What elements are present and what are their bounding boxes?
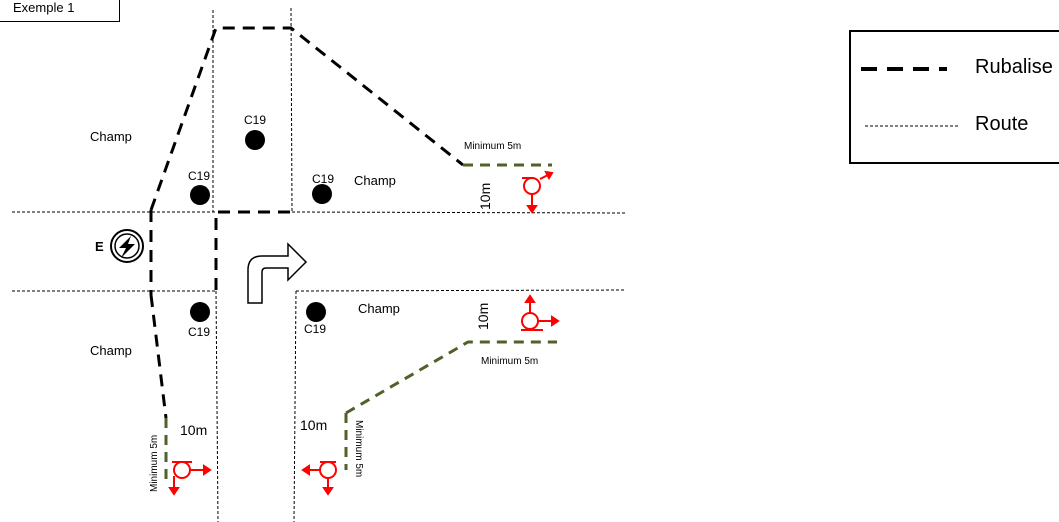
label-champ-top-left: Champ <box>90 129 132 144</box>
green-tape-bottom-right <box>345 340 557 415</box>
sign-letter: E <box>95 239 104 254</box>
green-tape <box>164 163 557 480</box>
roundabout-sign-bottom-left <box>168 461 212 496</box>
road-vertical-right-top <box>290 7 293 213</box>
title-box: Exemple 1 <box>0 0 120 22</box>
label-c19-top-right: C19 <box>312 172 334 186</box>
road-bottom-edge-right <box>295 289 626 292</box>
c19-dot-bottom-right <box>306 302 326 322</box>
label-10m-top-right: 10m <box>477 183 493 210</box>
label-10m-bottom-right: 10m <box>475 303 491 330</box>
lightning-sign-icon: E <box>95 229 144 263</box>
legend-swatch-thin-dashed <box>865 125 959 127</box>
legend-item-rubalise: Rubalise <box>851 54 1059 84</box>
rubalise-southwest <box>149 294 168 419</box>
road-vertical-left-bottom <box>215 290 219 522</box>
c19-dot-top-center <box>245 130 265 150</box>
rubalise-lines <box>149 26 464 419</box>
c19-dot-top-right <box>312 184 332 204</box>
rubalise-top-left <box>149 26 464 211</box>
label-c19-bottom-left: C19 <box>188 325 210 339</box>
roundabout-sign-bottom-right <box>521 294 560 331</box>
label-min-bottom-left: Minimum 5m <box>149 435 160 492</box>
legend-item-route: Route <box>851 111 1059 141</box>
road-vertical-right-bottom <box>293 290 297 522</box>
c19-markers <box>190 130 332 322</box>
road-top-edge-right <box>291 211 626 214</box>
diagram-title: Exemple 1 <box>13 0 75 15</box>
c19-dot-bottom-left <box>190 302 210 322</box>
label-c19-top-center: C19 <box>244 113 266 127</box>
legend-label-route: Route <box>975 113 1029 135</box>
label-10m-bottom-left: 10m <box>180 422 207 438</box>
roundabout-sign-icon <box>168 170 560 496</box>
label-champ-bottom-left: Champ <box>90 343 132 358</box>
label-c19-top-left: C19 <box>188 169 210 183</box>
road-lines <box>12 7 626 522</box>
rubalise-center <box>214 210 292 290</box>
legend-swatch-thick-dashed <box>861 67 947 71</box>
label-min-bottom-right: Minimum 5m <box>481 356 538 367</box>
label-c19-bottom-right: C19 <box>304 322 326 336</box>
label-10m-bottom-center: 10m <box>300 417 327 433</box>
legend: Rubalise Route <box>849 30 1059 164</box>
roundabout-sign-top-right <box>522 170 554 214</box>
label-champ-bottom-right: Champ <box>358 301 400 316</box>
legend-label-rubalise: Rubalise <box>975 56 1053 78</box>
turn-arrow-icon <box>247 242 308 304</box>
roundabout-sign-bottom-center <box>301 461 337 496</box>
c19-dot-top-left <box>190 185 210 205</box>
label-min-bottom-center: Minimum 5m <box>353 420 364 477</box>
label-champ-right: Champ <box>354 173 396 188</box>
label-min-top-right: Minimum 5m <box>464 141 521 152</box>
